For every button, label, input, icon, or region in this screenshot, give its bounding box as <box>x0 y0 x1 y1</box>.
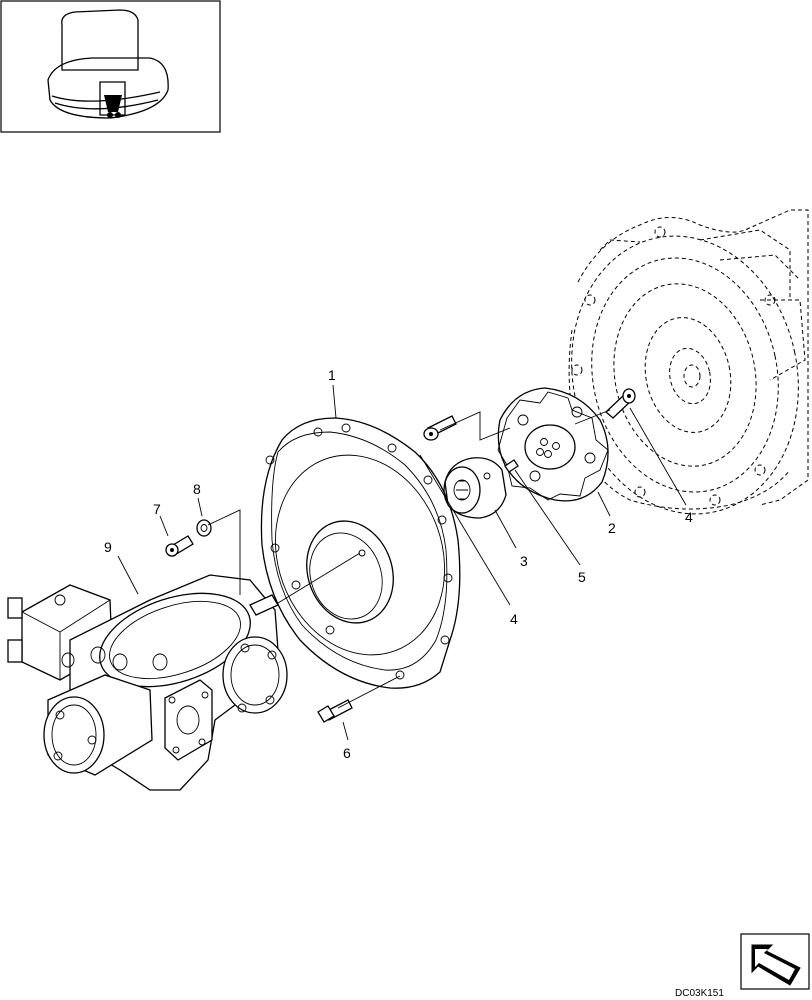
adapter-plate-part <box>260 417 461 689</box>
hydraulic-pump-part <box>7 574 288 791</box>
leader-lines <box>117 384 687 741</box>
callout-labels: 1 2 3 4 4 5 6 7 8 9 <box>104 367 693 761</box>
washer-part <box>196 519 212 537</box>
pump-bolt-part <box>165 535 194 557</box>
location-thumbnail <box>0 0 221 133</box>
callout-5: 5 <box>578 569 586 585</box>
drawing-code: DC03K151 <box>675 988 724 999</box>
callout-4-engine: 4 <box>685 509 693 525</box>
callout-7: 7 <box>153 501 161 517</box>
coupling-element-part <box>497 387 609 502</box>
set-screw-part <box>504 459 519 473</box>
callout-1: 1 <box>328 367 336 383</box>
callout-2: 2 <box>608 520 616 536</box>
callout-4-hub: 4 <box>510 611 518 627</box>
callout-8: 8 <box>193 481 201 497</box>
coupling-hub-part <box>443 457 507 519</box>
callout-9: 9 <box>104 539 112 555</box>
hub-bolt-part <box>423 415 457 441</box>
callout-3: 3 <box>520 553 528 569</box>
engine-bolt-part <box>605 388 636 419</box>
assembly-guide-lines <box>207 409 611 709</box>
orientation-arrow-icon <box>740 933 810 990</box>
housing-bolt-part <box>317 699 353 723</box>
callout-6: 6 <box>343 745 351 761</box>
